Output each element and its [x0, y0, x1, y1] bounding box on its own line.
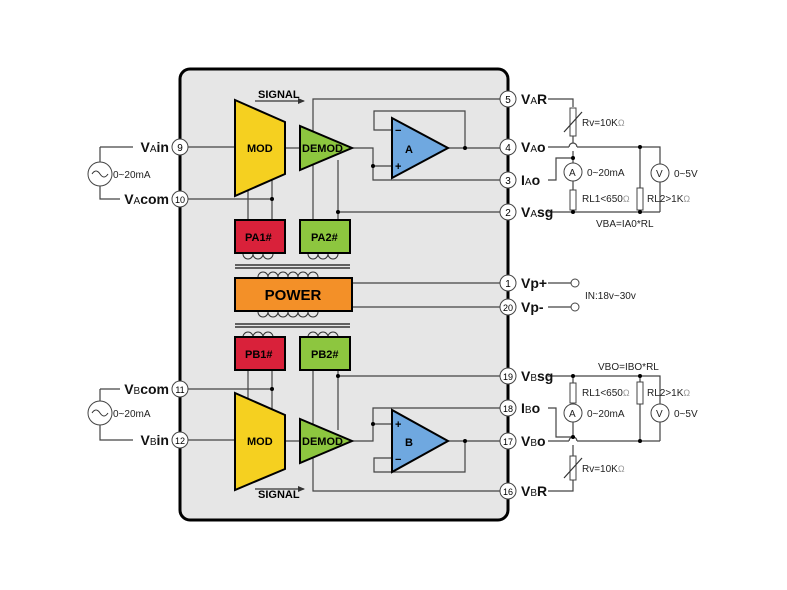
wires-channel-b: [187, 282, 500, 492]
pin-9: 9 VAin: [141, 138, 189, 156]
svg-text:19: 19: [503, 372, 513, 382]
pin-19: 19 VBsg: [499, 367, 553, 385]
svg-text:RL1<650Ω: RL1<650Ω: [582, 194, 630, 205]
wires-channel-a: [187, 98, 500, 220]
svg-text:RL1<650Ω: RL1<650Ω: [582, 388, 630, 399]
amp-a-minus: −: [395, 125, 401, 137]
demod-a-label: DEMOD: [302, 143, 343, 155]
amplifier-b: [391, 408, 451, 474]
pin-label: Vp+: [521, 275, 547, 291]
pin-label: VBsg: [521, 368, 553, 384]
power-block-pb2: [299, 336, 351, 371]
svg-text:0~5V: 0~5V: [674, 409, 698, 420]
svg-text:0~20mA: 0~20mA: [113, 409, 151, 420]
svg-text:1: 1: [505, 279, 511, 290]
svg-text:9: 9: [177, 143, 183, 154]
demod-b-label: DEMOD: [302, 436, 343, 448]
demodulator-b: [299, 417, 355, 465]
svg-text:4: 4: [505, 143, 511, 154]
output-circuit-a: A V Rv=10KΩ 0~20mA 0~5V RL1<650Ω RL2>1KΩ…: [548, 98, 698, 230]
amp-a-label: A: [405, 144, 413, 156]
signal-indicator-bottom: SIGNAL: [255, 486, 305, 501]
pb1-label: PB1#: [245, 349, 273, 361]
pin-label: Vp-: [521, 299, 544, 315]
pin-label: VBin: [141, 432, 169, 448]
svg-text:SIGNAL: SIGNAL: [258, 489, 300, 501]
svg-text:SIGNAL: SIGNAL: [258, 89, 300, 101]
svg-text:0~20mA: 0~20mA: [113, 170, 151, 181]
pin-17: 17 VBo: [499, 432, 546, 450]
power-block: [234, 277, 353, 312]
pin-20: 20 Vp-: [499, 298, 544, 316]
svg-text:11: 11: [175, 385, 184, 395]
amp-b-minus: −: [395, 454, 401, 466]
svg-text:A: A: [569, 168, 576, 179]
svg-text:V: V: [656, 169, 663, 180]
svg-text:0~5V: 0~5V: [674, 169, 698, 180]
pa1-label: PA1#: [245, 232, 272, 244]
current-source-b: 0~20mA: [87, 388, 151, 441]
pin-label: VAo: [521, 139, 546, 155]
pin-16: 16 VBR: [499, 482, 547, 500]
svg-text:Rv=10KΩ: Rv=10KΩ: [582, 118, 625, 129]
pin-label: VAcom: [124, 191, 169, 207]
svg-text:IN:18v~30v: IN:18v~30v: [585, 291, 636, 302]
pin-4: 4 VAo: [499, 138, 546, 156]
power-label: POWER: [265, 287, 322, 304]
modulator-b: [234, 391, 286, 492]
svg-text:20: 20: [503, 303, 513, 313]
pin-label: VBo: [521, 433, 546, 449]
pin-label: VBcom: [124, 381, 169, 397]
formula-a: VBA=IA0*RL: [596, 219, 654, 230]
pb2-label: PB2#: [311, 349, 339, 361]
signal-indicator-top: SIGNAL: [255, 89, 305, 104]
pin-5: 5 VAR: [499, 90, 547, 108]
svg-text:V: V: [656, 409, 663, 420]
modulator-a: [234, 98, 286, 198]
svg-text:5: 5: [505, 95, 511, 106]
svg-text:17: 17: [503, 437, 513, 447]
svg-text:A: A: [569, 409, 576, 420]
pa2-label: PA2#: [311, 232, 338, 244]
current-source-a: 0~20mA: [87, 146, 151, 200]
amp-b-plus: +: [395, 419, 401, 431]
pin-label: VAR: [521, 91, 547, 107]
power-block-pa2: [299, 219, 351, 254]
svg-text:18: 18: [503, 404, 513, 414]
demodulator-a: [299, 124, 355, 172]
pin-12: 12 VBin: [141, 431, 189, 449]
pin-10: 10 VAcom: [124, 190, 189, 208]
svg-text:RL2>1KΩ: RL2>1KΩ: [647, 388, 690, 399]
svg-text:3: 3: [505, 176, 511, 187]
pin-1: 1 Vp+: [499, 274, 547, 292]
mod-a-label: MOD: [247, 143, 273, 155]
pin-18: 18 IBo: [499, 399, 540, 417]
power-input: IN:18v~30v: [548, 278, 636, 312]
svg-text:0~20mA: 0~20mA: [587, 409, 625, 420]
svg-text:2: 2: [505, 208, 511, 219]
pin-label: VAsg: [521, 204, 553, 220]
power-block-pa1: [234, 219, 286, 254]
svg-text:10: 10: [175, 195, 185, 205]
pin-label: VBR: [521, 483, 547, 499]
amp-a-plus: +: [395, 161, 401, 173]
pin-label: VAin: [141, 139, 169, 155]
svg-text:16: 16: [503, 487, 513, 497]
svg-text:Rv=10KΩ: Rv=10KΩ: [582, 464, 625, 475]
svg-text:12: 12: [175, 436, 185, 446]
amplifier-a: [391, 116, 451, 180]
pin-label: IBo: [521, 400, 540, 416]
pin-11: 11 VBcom: [124, 380, 189, 398]
power-block-pb1: [234, 336, 286, 371]
formula-b: VBO=IBO*RL: [598, 362, 659, 373]
pin-2: 2 VAsg: [499, 203, 553, 221]
amp-b-label: B: [405, 437, 413, 449]
svg-text:0~20mA: 0~20mA: [587, 168, 625, 179]
svg-text:RL2>1KΩ: RL2>1KΩ: [647, 194, 690, 205]
pin-3: 3 IAo: [499, 171, 540, 189]
output-circuit-b: A V Rv=10KΩ 0~20mA 0~5V RL1<650Ω RL2>1KΩ…: [548, 362, 698, 492]
mod-b-label: MOD: [247, 436, 273, 448]
pin-label: IAo: [521, 172, 540, 188]
